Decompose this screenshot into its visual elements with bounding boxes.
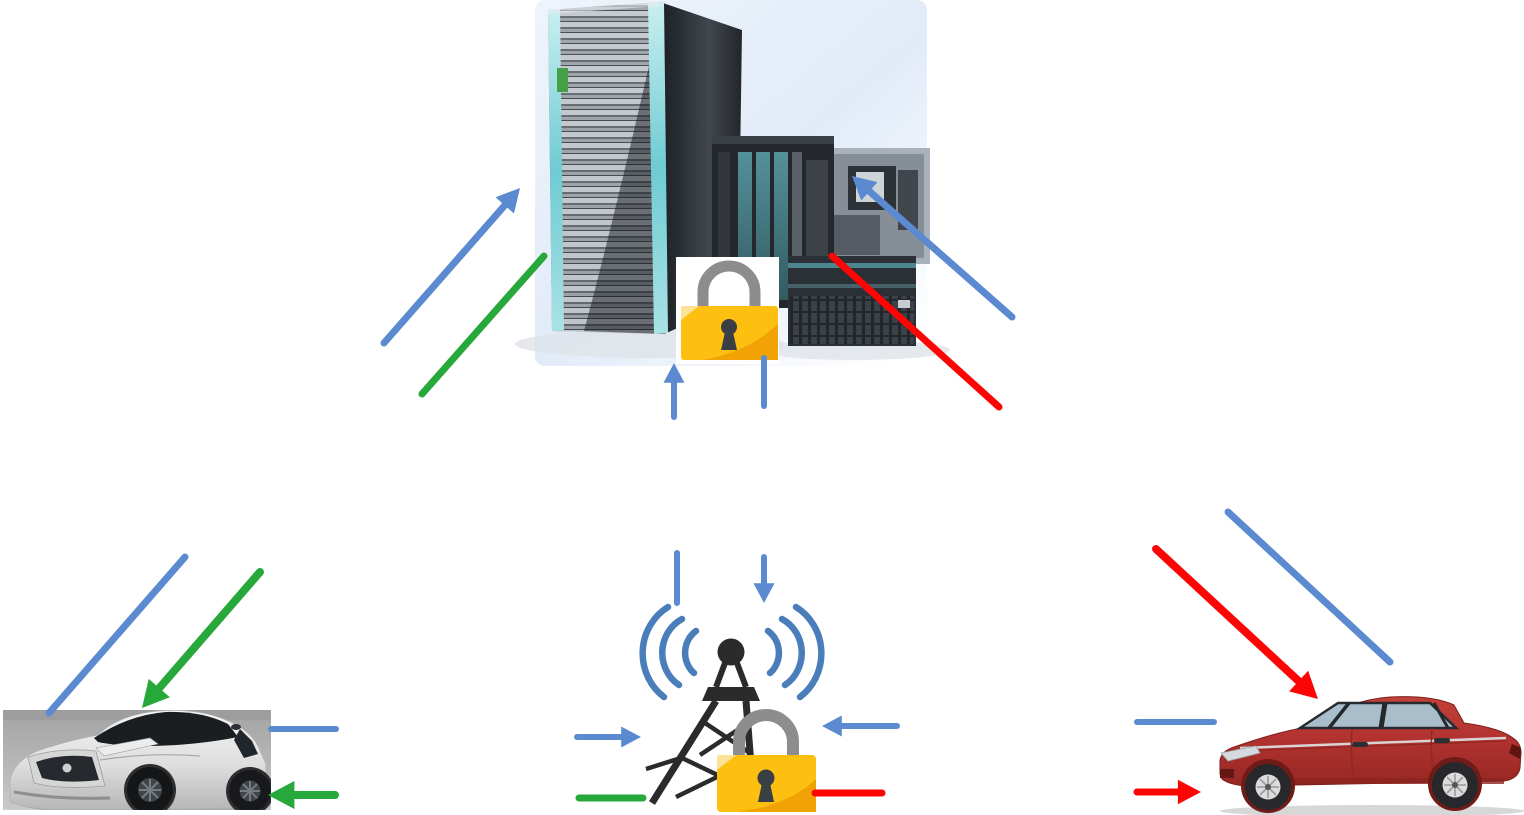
windshield [94,711,238,746]
arrowhead [1289,670,1318,699]
connector-tower-left-right-arrow [574,726,641,748]
arrowhead [822,715,842,737]
b-pillar [1378,702,1388,729]
connector-car-right-to-server-blue-arrow [852,176,1016,321]
connector-car-left-green-down-arrow [142,568,264,708]
chrome-trim [1239,736,1507,750]
lock-accent [701,324,778,360]
connector-car-left-to-server-blue-arrow [380,188,520,347]
connector-line [865,187,1016,321]
rear-wheel [1432,762,1478,808]
shackle [697,260,761,309]
glass-band [1295,701,1460,730]
connector-line [155,568,264,693]
connector-car-left-to-server-green-line [418,252,548,398]
connector-line [828,252,1003,411]
connector-tower-right-left-arrow [822,715,900,737]
door-handle [1352,742,1368,747]
connections-layer [45,176,1394,809]
lock-accent [737,779,816,812]
silver-car-photo-icon [9,710,271,810]
connector-line [45,553,189,717]
red-car-node [1219,696,1524,815]
silver-car-node [3,710,271,810]
side-window [234,729,258,758]
connector-car-left-green-left-arrow [268,781,339,809]
radio-waves-icon [639,603,825,701]
connector-server-lock-up-arrow [663,363,685,420]
connector-car-right-red-down-arrow [1152,545,1318,699]
connector-line [1224,508,1394,666]
c-pillar [1432,702,1450,729]
connector-line [1152,545,1303,686]
connector-car-left-blue-diagonal-line [45,553,189,717]
keyhole [721,319,737,335]
connector-car-right-red-right-arrow [1133,779,1201,805]
station-padlock-icon [717,709,816,812]
shackle [733,709,799,757]
arrowhead [852,176,878,201]
headlight [1220,745,1261,762]
base-station-node [639,603,825,812]
connector-line [418,252,548,398]
rack-appliance-icon [788,256,916,346]
taillight [1509,744,1521,759]
door-handle-rear [1434,738,1450,743]
front-intake [1220,769,1234,778]
connector-car-right-blue-diagonal-line [1224,508,1394,666]
rack-logo-badge [557,68,568,92]
arrowhead [268,781,295,809]
rocker-shade [1256,778,1504,784]
connector-server-to-car-right-red-line [828,252,1003,411]
arrowhead [495,188,520,214]
red-sedan-icon [1219,696,1522,813]
arrowhead [1177,779,1201,805]
server-padlock-icon [676,257,779,364]
arrowhead [663,363,685,383]
arrowhead [621,726,641,748]
data-center-node [515,0,950,366]
rear-wheel [226,767,271,810]
arrowhead [753,583,775,603]
keyhole [757,769,775,787]
mirror [231,724,241,730]
connector-line [380,201,509,347]
connector-tower-top-right-down-arrow [753,554,775,603]
front-wheel [1245,764,1291,810]
front-wheel [124,764,176,810]
emblem [62,763,72,773]
server-rack-icon [548,2,742,334]
a-pillar [1327,701,1351,730]
headlight [95,737,159,757]
arrowhead [142,678,170,708]
